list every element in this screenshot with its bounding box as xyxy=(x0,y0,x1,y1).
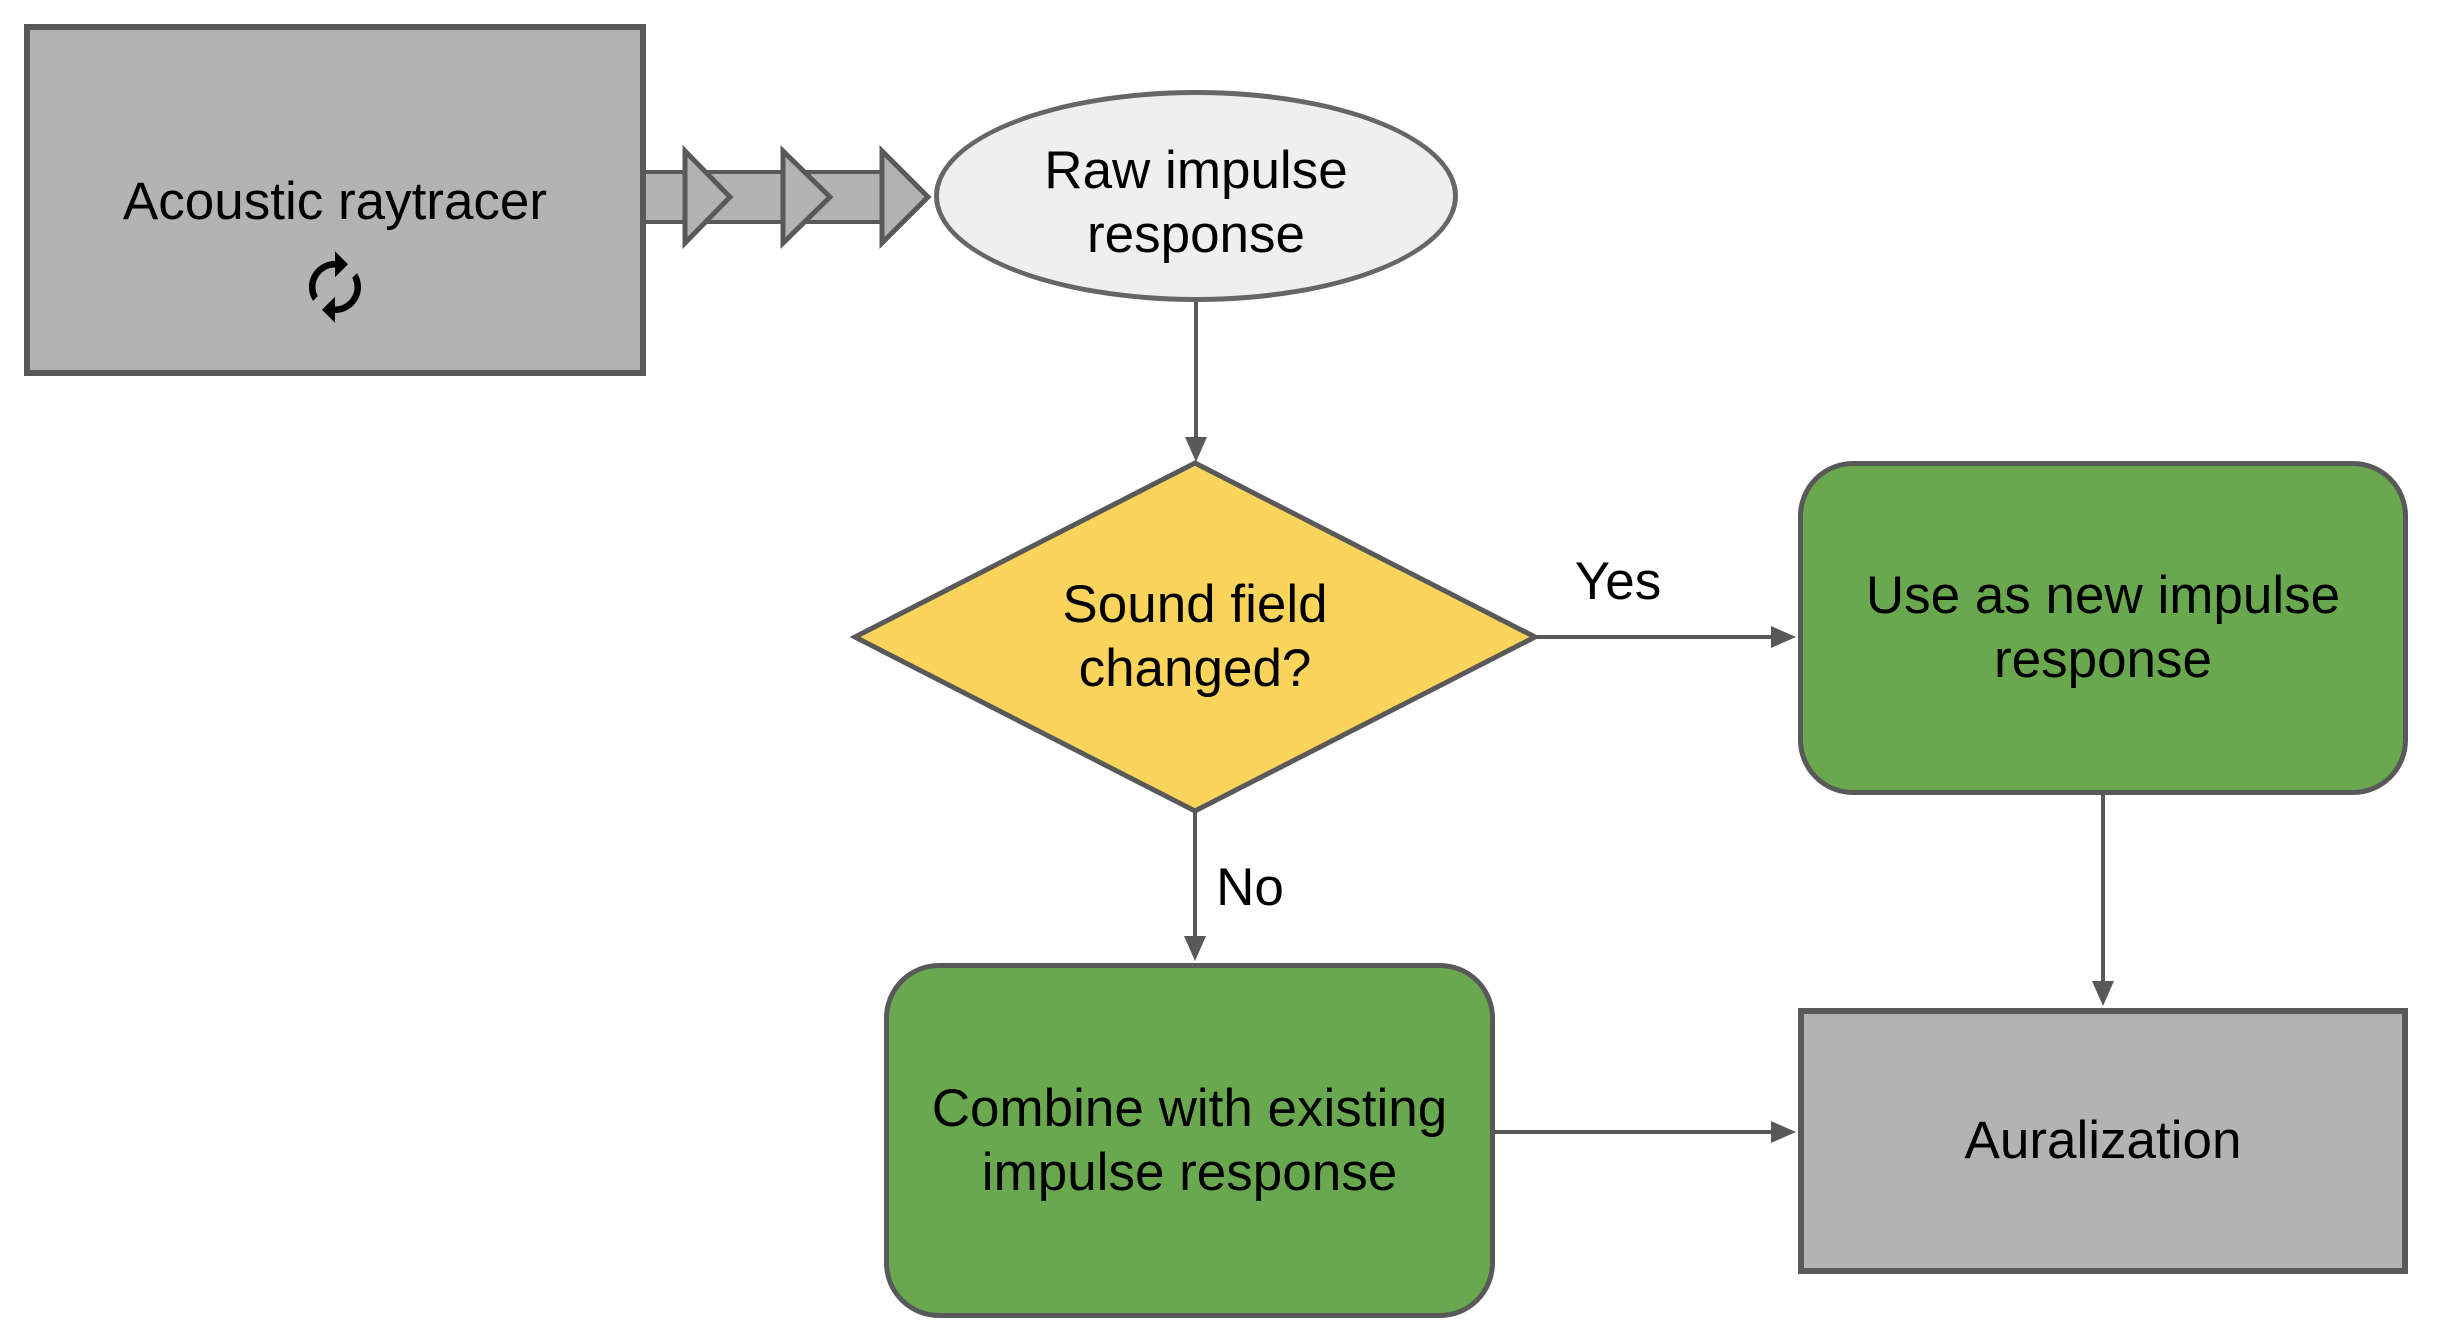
node-use-as-new-impulse-response: Use as new impulse response xyxy=(1798,461,2408,795)
arrowhead-icon xyxy=(1184,936,1206,961)
connector-raw-to-decision xyxy=(1185,302,1207,462)
triple-chevron-arrow xyxy=(638,144,932,250)
edge-label-no: No xyxy=(1216,858,1284,917)
node-label: Sound field xyxy=(1062,575,1328,634)
chevron-triangle xyxy=(682,144,734,250)
node-label: response xyxy=(1086,205,1306,264)
connector-decision-to-combine xyxy=(1184,811,1206,961)
arrowhead-icon xyxy=(1185,437,1207,462)
node-label: changed? xyxy=(1078,639,1312,698)
chevron-shaft xyxy=(638,170,898,224)
node-label: Auralization xyxy=(1964,1111,2242,1170)
node-label: Raw impulse xyxy=(1044,141,1348,200)
refresh-cycle-icon xyxy=(309,251,361,323)
node-label: response xyxy=(1993,630,2213,689)
node-sound-field-changed-label: Sound field changed? xyxy=(875,573,1515,701)
node-acoustic-raytracer: Acoustic raytracer xyxy=(24,24,646,376)
arrowhead-icon xyxy=(1771,626,1796,648)
node-raw-impulse-response: Raw impulse response xyxy=(934,90,1458,302)
node-label: Use as new impulse xyxy=(1865,566,2341,625)
connector-combine-to-auralization xyxy=(1495,1121,1796,1143)
chevron-triangle xyxy=(879,144,932,250)
arrowhead-icon xyxy=(1771,1121,1796,1143)
chevron-triangle xyxy=(780,145,834,249)
node-label: Combine with existing xyxy=(931,1078,1448,1138)
connector-decision-to-use-new xyxy=(1535,626,1796,648)
node-label: Acoustic raytracer xyxy=(122,172,548,231)
edge-label-yes: Yes xyxy=(1574,552,1662,611)
node-label: impulse response xyxy=(981,1142,1398,1202)
node-combine-with-existing-impulse-response: Combine with existing impulse response xyxy=(884,963,1495,1318)
arrowhead-icon xyxy=(2092,981,2114,1006)
connector-use-new-to-auralization xyxy=(2092,795,2114,1006)
node-auralization: Auralization xyxy=(1798,1008,2408,1274)
